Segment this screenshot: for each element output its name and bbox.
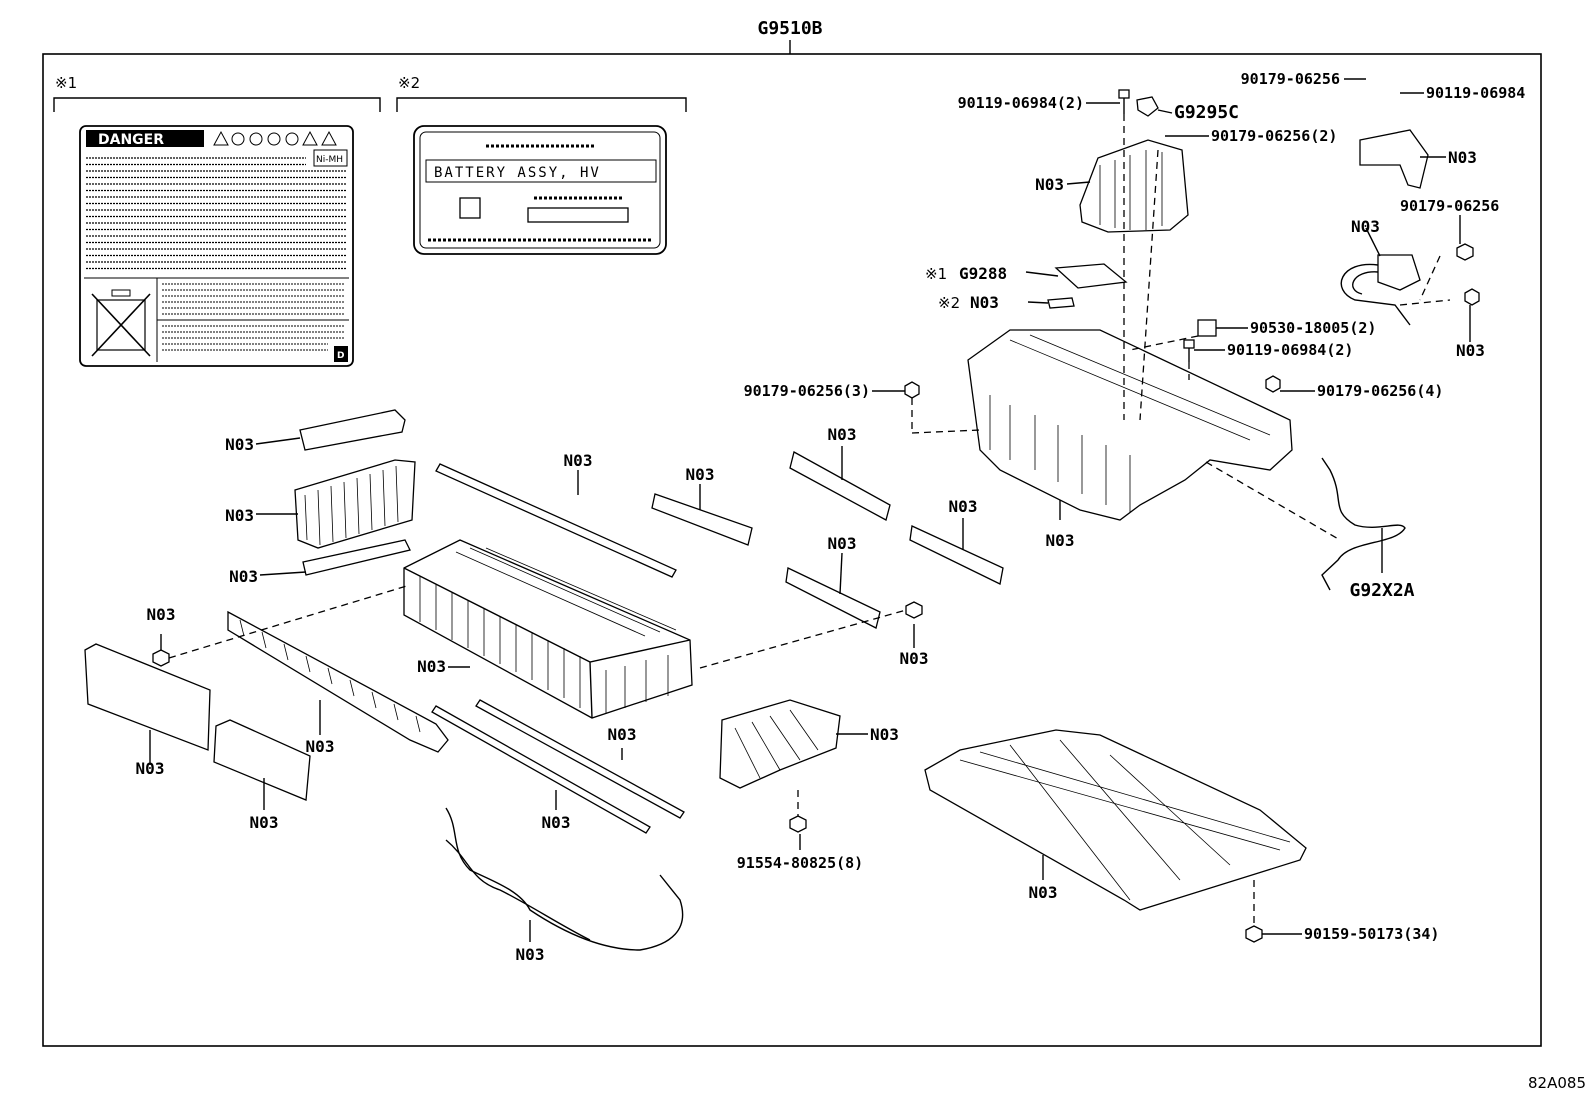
callout-n03-bus-bar-module[interactable]: N03: [306, 737, 335, 756]
assembly-code[interactable]: G9510B: [757, 18, 822, 39]
lower-mount-bracket[interactable]: [719, 699, 841, 789]
callout-n03-bus-bar-3[interactable]: N03: [828, 534, 857, 553]
callout-n03-upper-case[interactable]: N03: [1046, 531, 1075, 550]
danger-text-block-2: [162, 283, 344, 351]
callout-n03-bus-bar-2[interactable]: N03: [828, 425, 857, 444]
callout-n03-harness-lower[interactable]: N03: [516, 945, 545, 964]
note-1-marker: ※1: [55, 74, 77, 92]
callout-n03-nut-right-mid[interactable]: N03: [900, 649, 929, 668]
note-2-bracket: [396, 97, 687, 112]
wire-harness-right[interactable]: [1321, 457, 1406, 591]
gasket-left[interactable]: [302, 539, 411, 576]
callout-90179-06256-3[interactable]: 90179-06256(3): [744, 382, 870, 400]
callout-90159-50173-34[interactable]: 90159-50173(34): [1304, 925, 1439, 943]
side-cover-short[interactable]: [213, 719, 311, 801]
callout-n03-tie-rod-lower-1[interactable]: N03: [542, 813, 571, 832]
callout-g9295c[interactable]: G9295C: [1174, 102, 1239, 123]
bolt-lower-center[interactable]: [789, 815, 807, 833]
callout-n03-tie-rod-lower-2[interactable]: N03: [608, 725, 637, 744]
top-bolt[interactable]: [1118, 89, 1130, 114]
battery-lower-tray[interactable]: [924, 729, 1307, 911]
side-cover-long[interactable]: [84, 643, 211, 751]
callout-n03-nut-left[interactable]: N03: [147, 605, 176, 624]
battery-plate-label[interactable]: BATTERY ASSY, HV: [413, 125, 667, 255]
callout-note1-marker: ※1: [925, 265, 947, 283]
callout-n03-module-stack[interactable]: N03: [417, 657, 446, 676]
plate-title: BATTERY ASSY, HV: [434, 165, 601, 181]
callout-90119-06984-top-right[interactable]: 90119-06984: [1426, 84, 1525, 102]
callout-n03-bus-bar-4[interactable]: N03: [949, 497, 978, 516]
small-label-piece[interactable]: [1047, 297, 1075, 309]
bus-bar-bracket-3[interactable]: [785, 567, 881, 629]
callout-n03-bracket-right[interactable]: N03: [1448, 148, 1477, 167]
assembly-guides: [168, 114, 1451, 926]
battery-module-stack[interactable]: [403, 539, 693, 719]
callout-n03-lower-bracket[interactable]: N03: [870, 725, 899, 744]
leader-lines: [149, 78, 1471, 942]
insulation-sheet[interactable]: [1054, 263, 1128, 289]
callout-90179-06256-2[interactable]: 90179-06256(2): [1211, 127, 1337, 145]
danger-corner-mark: D: [337, 351, 344, 361]
wire-harness-lower[interactable]: [445, 807, 684, 951]
battery-cover-bracket[interactable]: [1079, 139, 1189, 233]
callout-g9288[interactable]: G9288: [959, 264, 1007, 283]
nut-mid-left[interactable]: [904, 381, 920, 399]
nut-right-1[interactable]: [1456, 243, 1474, 261]
callout-90119-06984-2-mid[interactable]: 90119-06984(2): [1227, 341, 1353, 359]
callout-n03-lower-tray[interactable]: N03: [1029, 883, 1058, 902]
note-1-bracket: [53, 97, 381, 112]
bolt-mid[interactable]: [1183, 339, 1195, 362]
callout-n03-upper-bracket[interactable]: N03: [225, 435, 254, 454]
bus-bar-bracket-4[interactable]: [909, 525, 1004, 585]
small-clip-part[interactable]: [1136, 96, 1159, 117]
callout-n03-cooling-plate[interactable]: N03: [225, 506, 254, 525]
callout-n03-tie-rod[interactable]: N03: [564, 451, 593, 470]
figure-id: 82A085: [1528, 1074, 1586, 1092]
callout-note2-marker: ※2: [938, 294, 960, 312]
recycle-bin-icon: [91, 289, 151, 357]
callout-n03-side-cover-long[interactable]: N03: [136, 759, 165, 778]
tie-rod-upper[interactable]: [435, 463, 677, 578]
battery-upper-case[interactable]: [967, 329, 1293, 521]
connector-harness-small[interactable]: [1340, 254, 1421, 326]
nut-left-small[interactable]: [152, 649, 170, 667]
danger-text-block: [86, 157, 346, 270]
bus-bar-module-long[interactable]: [227, 610, 449, 753]
danger-label[interactable]: DANGER Ni-MH D: [79, 125, 354, 367]
callout-90179-06256-top-right[interactable]: 90179-06256: [1241, 70, 1340, 88]
callout-n03-nut-right[interactable]: N03: [1456, 341, 1485, 360]
callout-91554-80825-8[interactable]: 91554-80825(8): [737, 854, 863, 872]
nut-mid-right[interactable]: [1265, 375, 1281, 393]
callout-90119-06984-2-top[interactable]: 90119-06984(2): [958, 94, 1084, 112]
tie-rod-lower-1[interactable]: [431, 705, 651, 834]
diagram-frame: [42, 53, 1542, 1047]
callout-n03-bus-bar-1[interactable]: N03: [686, 465, 715, 484]
danger-header: DANGER: [98, 132, 164, 148]
nut-right-2[interactable]: [1464, 288, 1480, 306]
cooling-plate-left[interactable]: [294, 459, 416, 549]
callout-g92x2a[interactable]: G92X2A: [1349, 580, 1414, 601]
tie-rod-lower-2[interactable]: [475, 699, 685, 819]
chem-type: Ni-MH: [316, 155, 343, 165]
bus-bar-bracket-1[interactable]: [651, 493, 753, 546]
bolt-tray[interactable]: [1245, 925, 1263, 943]
callout-n03-side-cover-short[interactable]: N03: [250, 813, 279, 832]
upper-bracket-left[interactable]: [299, 409, 406, 451]
callout-n03-gasket[interactable]: N03: [229, 567, 258, 586]
callout-n03-label-piece[interactable]: N03: [970, 293, 999, 312]
callout-90530-18005-2[interactable]: 90530-18005(2): [1250, 319, 1376, 337]
callout-90179-06256-4[interactable]: 90179-06256(4): [1317, 382, 1443, 400]
callout-n03-cover[interactable]: N03: [1035, 175, 1064, 194]
nut-right-mid[interactable]: [905, 601, 923, 619]
bracket-right-top[interactable]: [1359, 129, 1429, 189]
callout-n03-connector[interactable]: N03: [1351, 217, 1380, 236]
callout-90179-06256-right[interactable]: 90179-06256: [1400, 197, 1499, 215]
bus-bar-bracket-2[interactable]: [789, 451, 891, 521]
note-2-marker: ※2: [398, 74, 420, 92]
relay-connector[interactable]: [1197, 319, 1217, 337]
warning-icons: [213, 130, 337, 146]
